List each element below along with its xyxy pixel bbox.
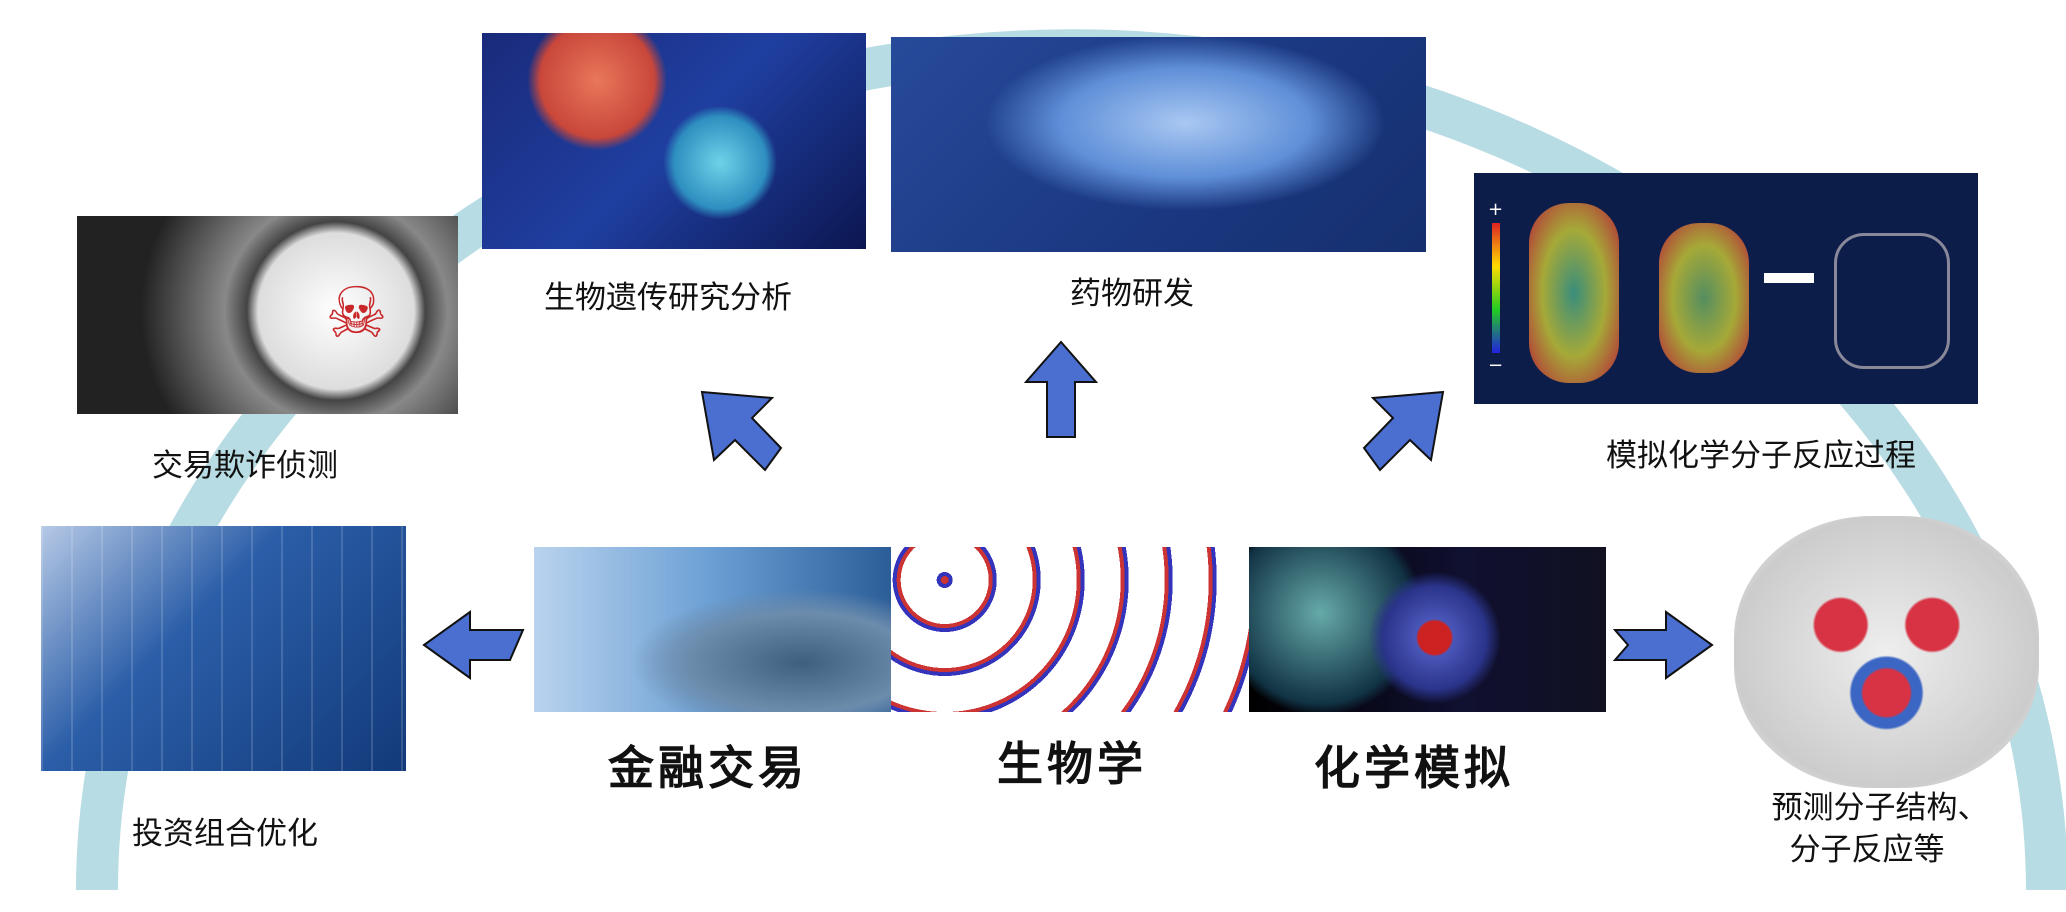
label-genetics: 生物遗传研究分析 (544, 280, 792, 316)
scale-minus-label: − (1488, 355, 1504, 376)
molecule-structure-image (1734, 516, 2039, 788)
label-reaction-simulation: 模拟化学分子反应过程 (1606, 438, 1916, 474)
chemistry-image (1249, 547, 1606, 712)
biology-image (891, 547, 1249, 712)
skull-icon: ☠ (325, 272, 388, 354)
label-drug-development: 药物研发 (1070, 276, 1194, 312)
center-finance: 金融交易 (608, 741, 808, 795)
label-structure-2: 分子反应等 (1789, 832, 1945, 868)
scale-plus-label: + (1488, 199, 1504, 220)
arrow-right-icon (1612, 610, 1714, 680)
center-biology: 生物学 (997, 737, 1147, 791)
finance-image (534, 547, 891, 712)
label-fraud-detection: 交易欺诈侦测 (152, 448, 338, 484)
label-structure-1: 预测分子结构、 (1771, 790, 1989, 826)
genetics-image (482, 33, 866, 249)
label-portfolio: 投资组合优化 (132, 816, 318, 852)
reaction-simulation-image: + − (1474, 173, 1978, 404)
arrow-up-right-icon (1362, 390, 1445, 472)
arrow-up-left-icon (700, 390, 783, 472)
arrow-left-icon (422, 610, 525, 680)
arrow-up-icon (1023, 340, 1099, 438)
drug-development-image (891, 37, 1426, 252)
center-chemistry: 化学模拟 (1314, 741, 1514, 795)
fraud-detection-image: ☠ (77, 216, 458, 414)
portfolio-image (41, 526, 406, 771)
